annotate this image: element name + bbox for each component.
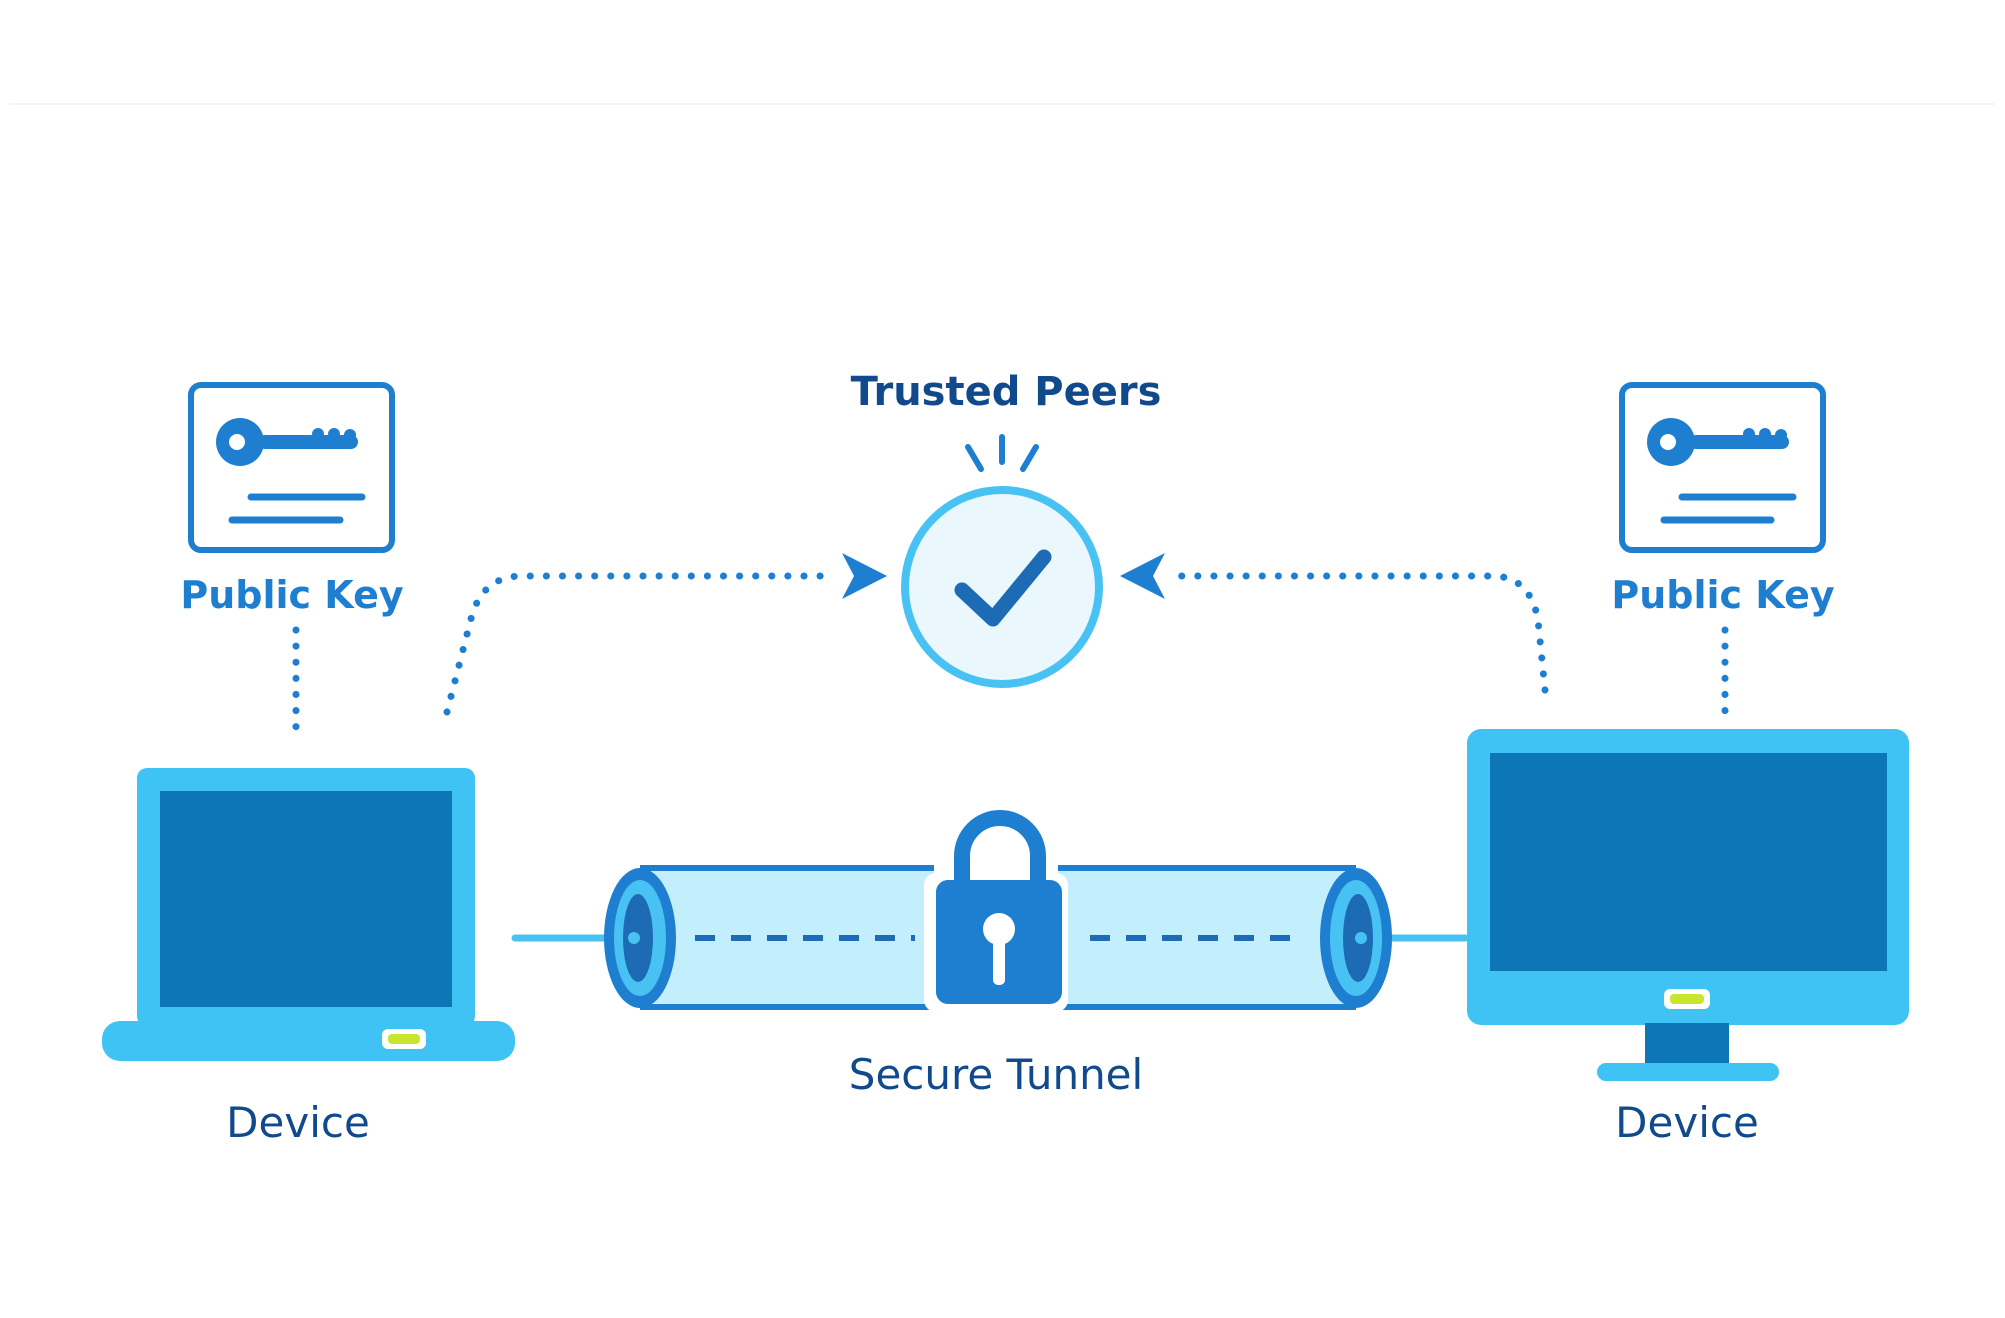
tunnel-end-right [1320,868,1392,1008]
monitor-icon [1467,729,1909,1081]
badge-ray-right [1020,444,1039,472]
monitor-led [1670,994,1704,1004]
device-label-right: Device [1615,1098,1759,1147]
public-key-card-left [188,382,395,553]
badge-ray-left [965,444,984,472]
monitor-stand [1597,1063,1779,1081]
secure-tunnel-label: Secure Tunnel [848,1050,1144,1099]
tunnel-end-left [604,868,676,1008]
laptop-base [102,1021,515,1061]
trusted-peers-label: Trusted Peers [850,369,1162,415]
laptop-led [388,1034,420,1044]
key-icon [1647,418,1789,466]
laptop-icon [102,768,515,1061]
public-key-card-right [1619,382,1826,553]
monitor-neck [1645,1023,1729,1065]
arrowhead-right [1120,553,1165,599]
dotted-connectors [292,572,1729,739]
trusted-peers-badge [901,434,1103,688]
laptop-screen [160,791,452,1007]
check-mark [954,549,1052,627]
arrowhead-left [842,553,887,599]
padlock-icon [924,802,1068,1012]
secure-tunnel [511,802,1469,1012]
public-key-label-left: Public Key [180,573,404,617]
monitor-screen [1490,753,1887,971]
key-icon [216,418,358,466]
trust-link-right [1166,572,1549,694]
check-circle-icon [901,486,1103,688]
public-key-label-right: Public Key [1611,573,1835,617]
device-label-left: Device [226,1098,370,1147]
trust-link-left [443,572,840,716]
